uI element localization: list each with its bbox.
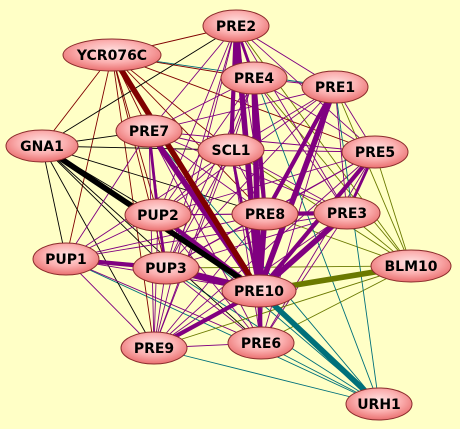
edge-pre4-pre10	[251, 75, 262, 294]
edge-pre1-pre10	[256, 84, 338, 294]
node-label: PRE3	[327, 206, 367, 222]
edge-ycr076c-pup1	[65, 54, 113, 260]
edge-pre8-pup1	[65, 213, 266, 260]
edge-pre1-pre8	[262, 84, 338, 217]
edge-ycr076c-pre10	[109, 52, 262, 294]
node-shape[interactable]	[345, 387, 413, 421]
node-pre7[interactable]: PRE7	[115, 114, 183, 148]
node-label: YCR076C	[76, 48, 147, 64]
edge-pre5-blm10	[374, 151, 412, 267]
node-label: PRE9	[134, 341, 174, 357]
node-label: PRE7	[129, 124, 169, 140]
node-urh1[interactable]: URH1	[345, 387, 413, 421]
node-pre8[interactable]: PRE8	[231, 197, 299, 231]
edge-pre7-pre6	[148, 130, 262, 344]
node-label: PRE10	[234, 284, 284, 300]
edge-pre7-pup1	[65, 130, 150, 260]
edge-gna1-pre9	[41, 145, 155, 349]
node-pre2[interactable]: PRE2	[202, 9, 270, 43]
node-pre9[interactable]: PRE9	[120, 331, 188, 365]
node-shape[interactable]	[5, 129, 79, 163]
node-shape[interactable]	[62, 38, 162, 72]
node-shape[interactable]	[227, 326, 295, 360]
node-pre1[interactable]: PRE1	[301, 70, 369, 104]
node-label: PRE5	[355, 145, 395, 161]
node-pup3[interactable]: PUP3	[132, 251, 200, 285]
edge-pre7-pre2	[148, 25, 237, 132]
edge-ycr076c-pup3	[111, 54, 167, 269]
edge-pre7-pre5	[148, 130, 376, 153]
node-shape[interactable]	[341, 135, 409, 169]
node-label: URH1	[357, 397, 401, 413]
node-shape[interactable]	[124, 198, 192, 232]
node-label: BLM10	[384, 259, 437, 275]
node-label: PUP1	[45, 252, 87, 268]
edge-pre3-pup1	[65, 212, 348, 260]
node-shape[interactable]	[132, 251, 200, 285]
edge-pre5-pre10	[256, 149, 378, 294]
node-shape[interactable]	[32, 242, 100, 276]
edge-pre4-blm10	[253, 77, 412, 267]
node-pre5[interactable]: PRE5	[341, 135, 409, 169]
edge-urh1-pre10	[256, 288, 382, 407]
node-pre4[interactable]: PRE4	[220, 61, 288, 95]
node-label: PRE1	[315, 80, 355, 96]
node-shape[interactable]	[115, 114, 183, 148]
node-label: PRE6	[241, 336, 281, 352]
node-shape[interactable]	[370, 249, 452, 283]
edge-ycr076c-scl1	[111, 54, 232, 151]
node-pre6[interactable]: PRE6	[227, 326, 295, 360]
node-scl1[interactable]: SCL1	[197, 133, 265, 167]
node-label: GNA1	[20, 139, 64, 155]
edge-pre9-blm10	[153, 265, 412, 349]
edge-pre5-pup2	[157, 151, 376, 216]
edge-pre2-pre3	[235, 25, 348, 214]
edge-pup1-pre6	[65, 258, 262, 344]
node-shape[interactable]	[231, 197, 299, 231]
edge-pre1-urh1	[334, 86, 380, 405]
node-shape[interactable]	[221, 274, 297, 308]
node-pup2[interactable]: PUP2	[124, 198, 192, 232]
edge-pre2-pup2	[157, 25, 237, 216]
node-pre3[interactable]: PRE3	[313, 196, 381, 230]
node-label: PRE8	[245, 207, 285, 223]
node-label: PRE2	[216, 19, 256, 35]
edge-pre1-blm10	[334, 86, 412, 267]
edge-ycr076c-pre9	[111, 54, 155, 349]
edge-pre1-pre3	[334, 86, 348, 214]
node-ycr076c[interactable]: YCR076C	[62, 38, 162, 72]
node-shape[interactable]	[197, 133, 265, 167]
edge-gna1-pup3	[41, 145, 167, 269]
node-label: PUP3	[145, 261, 187, 277]
node-pre10[interactable]: PRE10	[221, 274, 297, 308]
edge-pre3-pre6	[260, 212, 348, 344]
node-pup1[interactable]: PUP1	[32, 242, 100, 276]
node-gna1[interactable]: GNA1	[5, 129, 79, 163]
node-shape[interactable]	[120, 331, 188, 365]
node-blm10[interactable]: BLM10	[370, 249, 452, 283]
edge-gna1-pup1	[41, 145, 67, 260]
node-label: SCL1	[211, 143, 250, 159]
node-shape[interactable]	[313, 196, 381, 230]
node-shape[interactable]	[220, 61, 288, 95]
node-label: PRE4	[234, 71, 275, 87]
edge-scl1-pup3	[165, 149, 232, 269]
node-shape[interactable]	[301, 70, 369, 104]
edge-pre9-urh1	[153, 347, 380, 405]
node-label: PUP2	[137, 208, 179, 224]
edge-gna1-pre2	[41, 25, 237, 147]
node-shape[interactable]	[202, 9, 270, 43]
